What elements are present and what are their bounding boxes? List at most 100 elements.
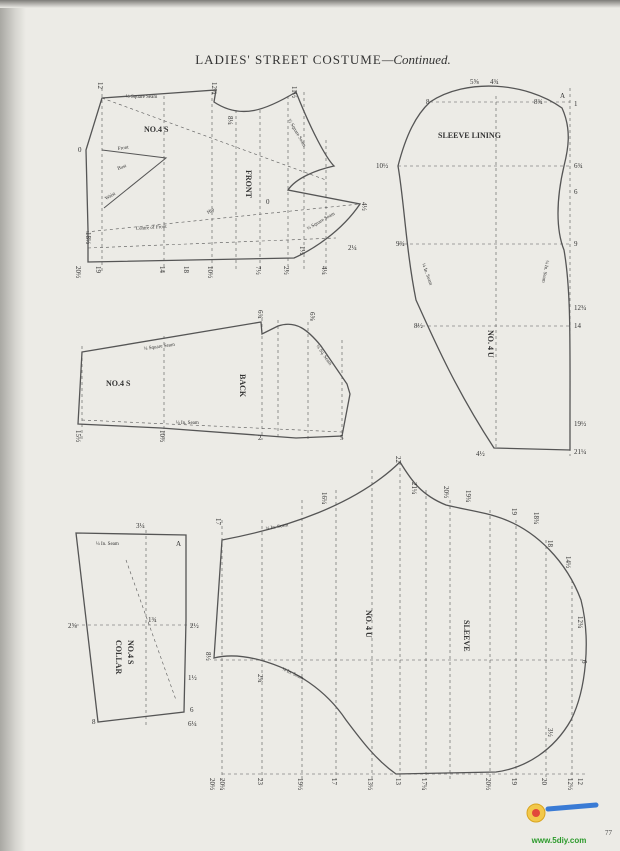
- sleeve-lining-right-mark: 14: [574, 322, 582, 330]
- front-label-hip: Hip: [207, 207, 216, 215]
- front-bottom-marks: 20½ 18½ 19 14 18 10½ 7½ 2½ 1½ 4¼ 0: [74, 198, 328, 278]
- front-label-lower-seam: ¼ Square Seam: [307, 212, 337, 232]
- front-right-mark: 8¼: [226, 116, 234, 125]
- sleeve-lining-left-mark: 4½: [476, 450, 485, 458]
- back-piece: [77, 318, 351, 440]
- sleeve-lining-right-mark: 9: [574, 240, 578, 248]
- collar-mark: 2⅝: [68, 622, 78, 630]
- sleeve-lining-left-mark: 8¾: [534, 98, 543, 106]
- sleeve-lining-label-seam: ¼ In. Seam: [540, 260, 549, 283]
- sleeve-bottom-mark: 19: [510, 778, 518, 786]
- back-bottom-mark: 15½: [74, 430, 82, 442]
- front-name: FRONT: [244, 170, 253, 199]
- front-bottom-mark: 2½: [282, 266, 290, 275]
- sleeve-lining-label-seam: ¼ In. Seam: [420, 263, 433, 286]
- collar-mark: 6¼: [188, 720, 197, 728]
- back-bottom-mark: 2: [258, 434, 262, 442]
- sleeve-bottom-mark: 17: [330, 778, 338, 786]
- sleeve-bottom-mark: 20½: [484, 778, 492, 790]
- collar-mark: 1¾: [148, 616, 157, 624]
- watermark-figure-icon: [526, 802, 599, 823]
- sleeve-lining-guide-lines: [398, 88, 571, 456]
- sleeve-lining-right-mark: A: [560, 92, 565, 100]
- sleeve-lining-right-mark: 12¾: [574, 304, 586, 312]
- back-bottom-mark: 10½: [158, 430, 166, 442]
- back-name: BACK: [238, 374, 247, 398]
- sleeve-top-mark: 12¾: [576, 616, 584, 628]
- sleeve-lining-right-mark: 6¾: [574, 162, 583, 170]
- sleeve-lining-top-mark: 5⅝: [470, 78, 480, 86]
- sleeve-top-mark: 14½: [564, 556, 572, 568]
- front-dart: [101, 149, 168, 209]
- back-label-top-seam: ¼ Square Seam: [144, 343, 176, 352]
- front-bottom-mark: 19: [94, 266, 102, 274]
- back-label-bottom-seam: ¼ In. Seam: [176, 421, 199, 426]
- sleeve-lining-left-mark: 10½: [376, 162, 388, 170]
- sleeve-top-mark: 3½: [546, 728, 554, 737]
- front-bottom-mark: 10½: [206, 266, 214, 278]
- sleeve-label-seam: ¼ In. Seam: [281, 667, 304, 681]
- sleeve-lining-piece: [397, 85, 571, 456]
- sleeve-top-mark: 18: [546, 540, 554, 548]
- front-bottom-mark: 7½: [254, 266, 262, 275]
- front-label-waist: Waist: [105, 191, 118, 201]
- front-bottom-mark: 1½: [298, 246, 306, 255]
- back-top-mark: 6⅝: [308, 312, 316, 322]
- front-top-mark: 12¼: [210, 82, 218, 94]
- sleeve-bottom-mark: 23: [256, 778, 264, 786]
- sleeve-lining-piece-no: NO. 4 U: [486, 330, 495, 358]
- sleeve-left-mark: 8½: [204, 652, 212, 661]
- pattern-page: LADIES' STREET COSTUME—Continued.: [26, 0, 620, 851]
- sleeve-top-mark: 22: [394, 456, 402, 464]
- back-bottom-mark: 5: [340, 434, 344, 442]
- sleeve-top-mark: 20½: [442, 486, 450, 498]
- page-title: LADIES' STREET COSTUME—Continued.: [26, 52, 620, 68]
- front-bottom-mark: 18: [182, 266, 190, 274]
- watermark-logo: www.5diy.com: [516, 795, 602, 845]
- front-right-mark: 4½: [360, 202, 368, 211]
- front-right-mark: 2¼: [348, 244, 357, 252]
- back-piece-no: NO.4 S: [106, 379, 131, 388]
- sleeve-bottom-mark: 20½: [208, 778, 216, 790]
- front-bottom-mark: 18½: [84, 232, 92, 244]
- page-number: 77: [605, 829, 612, 837]
- collar-mark: 8: [92, 718, 96, 726]
- scan-top-shadow: [0, 0, 620, 8]
- sleeve-lining-left-mark: 8½: [414, 322, 423, 330]
- sleeve-outline: [213, 460, 587, 775]
- sleeve-lining-outline: [397, 85, 571, 451]
- sleeve-lining-right-marks: A 1 6¾ 6 9 12¾ 14 19½ 21¼: [560, 92, 586, 456]
- sleeve-label-seam: ¼ In. Seam: [265, 523, 288, 532]
- front-guide-lines: [85, 88, 361, 272]
- front-label-shoulder-seam: ½ Square Seam: [286, 119, 306, 149]
- sleeve-left-mark: 2¾: [256, 674, 264, 683]
- title-continued: —Continued.: [381, 52, 451, 67]
- sleeve-bottom-mark: 17¼: [420, 778, 428, 790]
- collar-top-mark: A: [176, 540, 181, 548]
- sleeve-top-marks: 22 21¼ 20½ 19¾ 19 18¾ 18 14½ 12¾ 6 3½: [394, 456, 588, 737]
- collar-mark: 6: [190, 706, 194, 714]
- front-bottom-mark: 20½: [74, 266, 82, 278]
- sleeve-bottom-mark: 20: [540, 778, 548, 786]
- sleeve-lining-top-mark: 4¾: [490, 78, 499, 86]
- front-top-mark: 11½: [290, 86, 298, 98]
- collar-piece-no: NO.4 S: [126, 640, 135, 665]
- front-piece: [85, 88, 362, 272]
- sleeve-lining-right-mark: 6: [574, 188, 578, 196]
- sleeve-bottom-mark: 19½: [296, 778, 304, 790]
- sleeve-lining-name: SLEEVE LINING: [438, 131, 501, 140]
- sleeve-bottom-mark: 12½: [566, 778, 574, 790]
- title-main: LADIES' STREET COSTUME: [195, 52, 382, 67]
- front-label-bust: Bust: [117, 164, 128, 172]
- sleeve-lining-right-mark: 21¼: [574, 448, 586, 456]
- sleeve-piece: [213, 460, 587, 780]
- front-label-front: Front: [118, 145, 130, 152]
- sleeve-lining-right-mark: 19½: [574, 420, 586, 428]
- front-label-top-seam: ½ Square Seam: [126, 95, 157, 100]
- pattern-drafts: NO.4 S FRONT ½ Square Seam Front Bust Wa…: [68, 78, 588, 790]
- front-piece-no: NO.4 S: [144, 125, 169, 134]
- sleeve-name: SLEEVE: [462, 620, 471, 652]
- back-guide-lines: [81, 318, 343, 440]
- sleeve-lining-left-mark: 8: [426, 98, 430, 106]
- front-top-mark: 12: [96, 82, 104, 90]
